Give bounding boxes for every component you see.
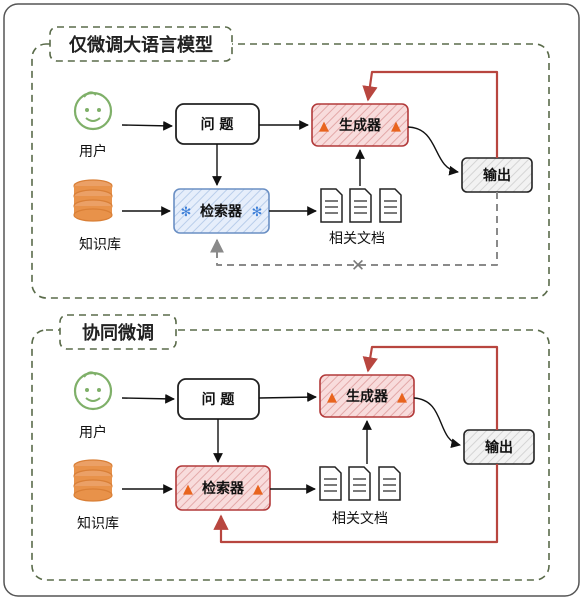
panel-border <box>31 329 550 581</box>
knowledge-base-label: 知识库 <box>79 236 121 253</box>
panel-collaborative-finetuning: 协同微调 用户 知识库 问 题 ▲ 生成器 ▲ <box>31 314 550 581</box>
user-label: 用户 <box>79 143 107 160</box>
flame-icon: ▲ <box>319 119 329 134</box>
arrow-question-to-generator <box>258 392 317 403</box>
knowledge-base-label: 知识库 <box>77 515 119 532</box>
snowflake-icon: ✻ <box>181 205 192 220</box>
documents-icon <box>320 188 402 223</box>
user-icon <box>73 91 113 131</box>
feedback-to-retriever-blocked <box>210 192 498 266</box>
retriever-box-trainable <box>175 465 271 511</box>
feedback-to-generator <box>362 345 499 430</box>
question-label: 问 题 <box>201 116 235 133</box>
arrow-generator-to-output <box>407 126 459 176</box>
flame-icon: ▲ <box>391 119 401 134</box>
question-label: 问 题 <box>202 391 236 408</box>
retriever-label: 检索器 <box>202 480 245 497</box>
documents-icon <box>319 466 401 501</box>
feedback-to-generator <box>362 70 499 158</box>
panel-title: 协同微调 <box>82 322 154 344</box>
arrow-generator-to-output <box>413 397 461 448</box>
generator-label: 生成器 <box>339 117 382 134</box>
generator-box <box>311 103 409 147</box>
snowflake-icon: ✻ <box>252 205 263 220</box>
output-label: 输出 <box>485 439 513 456</box>
output-box <box>463 429 535 465</box>
panel-border <box>31 43 550 299</box>
flame-icon: ▲ <box>397 390 407 405</box>
arrow-user-to-question <box>121 393 175 404</box>
user-label: 用户 <box>79 424 107 441</box>
generator-box <box>319 374 415 418</box>
flame-icon: ▲ <box>327 390 337 405</box>
panel-finetune-llm-only: 仅微调大语言模型 用户 知识库 问 题 ▲ 生成器 ▲ <box>31 26 550 299</box>
flame-icon: ▲ <box>253 482 263 497</box>
documents-label: 相关文档 <box>329 231 385 247</box>
database-icon <box>73 459 113 502</box>
blocked-mark: ✕ <box>351 256 365 276</box>
arrow-user-to-question <box>121 120 173 131</box>
output-label: 输出 <box>483 167 511 184</box>
retriever-label: 检索器 <box>200 203 243 220</box>
user-icon <box>73 371 113 411</box>
panel-title-box <box>59 314 177 350</box>
documents-label: 相关文档 <box>332 511 388 527</box>
flame-icon: ▲ <box>183 482 193 497</box>
feedback-to-retriever-active <box>213 464 499 544</box>
database-icon <box>73 179 113 222</box>
outer-frame <box>3 3 580 597</box>
generator-label: 生成器 <box>346 388 389 405</box>
panel-title: 仅微调大语言模型 <box>68 34 213 56</box>
panel-title-box <box>49 26 233 62</box>
